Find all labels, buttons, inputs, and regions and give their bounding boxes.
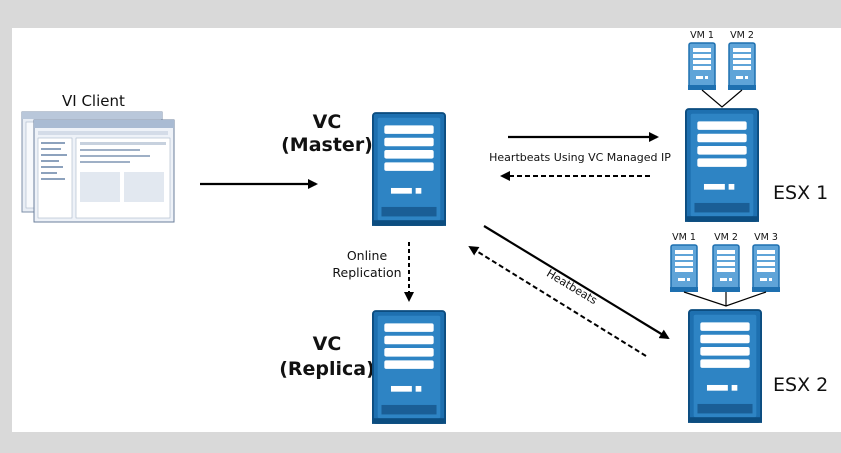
esx1-vm1-icon	[688, 42, 716, 90]
vi-client-label: VI Client	[62, 92, 125, 110]
vc-replica-server-icon	[372, 310, 446, 425]
esx1-server-icon	[685, 108, 759, 222]
esx1-vm-connector	[701, 89, 743, 108]
esx2-vm2-label: VM 2	[714, 232, 738, 243]
esx1-vm1-label: VM 1	[690, 30, 714, 41]
heartbeats-label: Heatbeats	[544, 267, 599, 307]
vc-replica-label-line1: VC	[313, 333, 342, 355]
vc-master-server-icon	[372, 112, 446, 227]
esx2-vm1-label: VM 1	[672, 232, 696, 243]
master-to-esx2-arrow	[483, 225, 670, 340]
esx1-vm2-label: VM 2	[730, 30, 754, 41]
esx2-vm3-icon	[752, 244, 780, 292]
esx2-server-icon	[688, 309, 762, 424]
esx2-vm1-icon	[670, 244, 698, 292]
vi-client-screenshot-icon	[21, 111, 175, 223]
online-label: Online	[347, 248, 388, 263]
esx2-vm2-icon	[712, 244, 740, 292]
heartbeats-managed-ip-label: Heartbeats Using VC Managed IP	[489, 151, 671, 164]
vc-master-label-line2: (Master)	[281, 134, 373, 156]
replication-label: Replication	[332, 265, 401, 280]
vc-replica-label-line2: (Replica)	[279, 358, 375, 380]
esx2-vm-connector	[683, 291, 767, 307]
esx2-label: ESX 2	[773, 374, 828, 396]
vc-master-label-line1: VC	[313, 111, 342, 133]
esx1-vm2-icon	[728, 42, 756, 90]
esx2-vm3-label: VM 3	[754, 232, 778, 243]
esx1-label: ESX 1	[773, 182, 828, 204]
esx2-to-master-heartbeat-arrow	[468, 245, 647, 357]
